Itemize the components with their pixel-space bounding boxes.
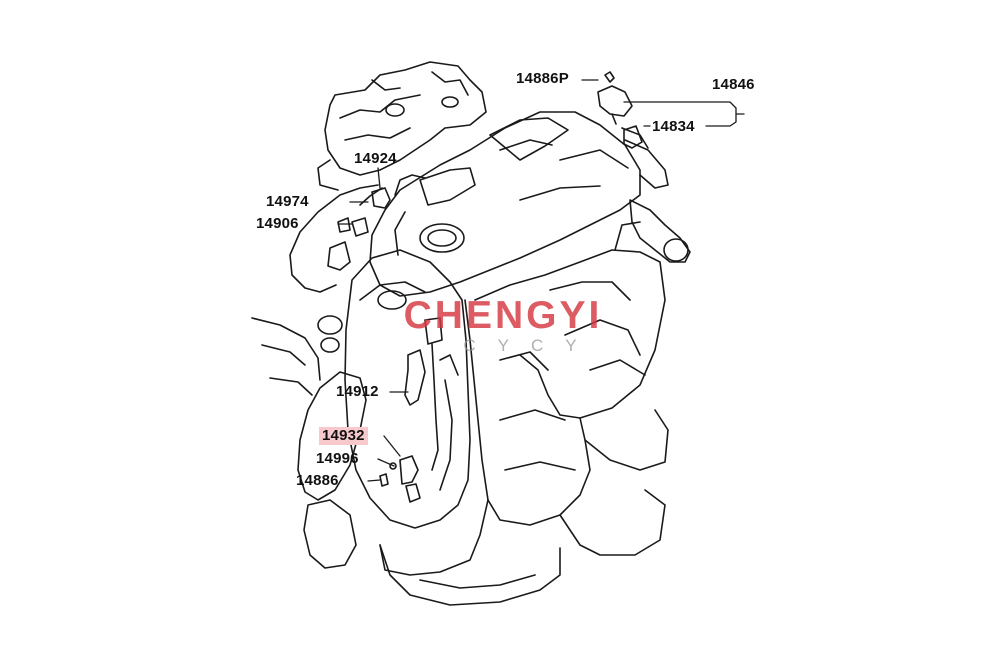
fasteners xyxy=(379,462,397,487)
part-label-14912: 14912 xyxy=(336,383,379,400)
oil-pan xyxy=(379,544,561,606)
valve-cover xyxy=(369,111,641,297)
part-label-14924: 14924 xyxy=(354,150,397,167)
engine-block xyxy=(379,299,666,576)
left-hoses xyxy=(251,317,321,396)
part-label-14834: 14834 xyxy=(652,118,695,135)
intake-manifold xyxy=(317,61,487,191)
part-label-14846: 14846 xyxy=(712,76,755,93)
part-label-14886P: 14886P xyxy=(516,70,569,87)
cam-sensor xyxy=(597,71,643,149)
part-label-14906: 14906 xyxy=(256,215,299,232)
leader-lines xyxy=(337,79,745,482)
part-label-14932: 14932 xyxy=(319,427,368,445)
exhaust-manifold xyxy=(474,221,669,471)
crank-sensor xyxy=(399,317,459,503)
part-label-14886: 14886 xyxy=(296,472,339,489)
part-label-14974: 14974 xyxy=(266,193,309,210)
crank-pulley xyxy=(297,315,367,569)
part-label-14996: 14996 xyxy=(316,450,359,467)
sensor-harness xyxy=(289,174,426,293)
